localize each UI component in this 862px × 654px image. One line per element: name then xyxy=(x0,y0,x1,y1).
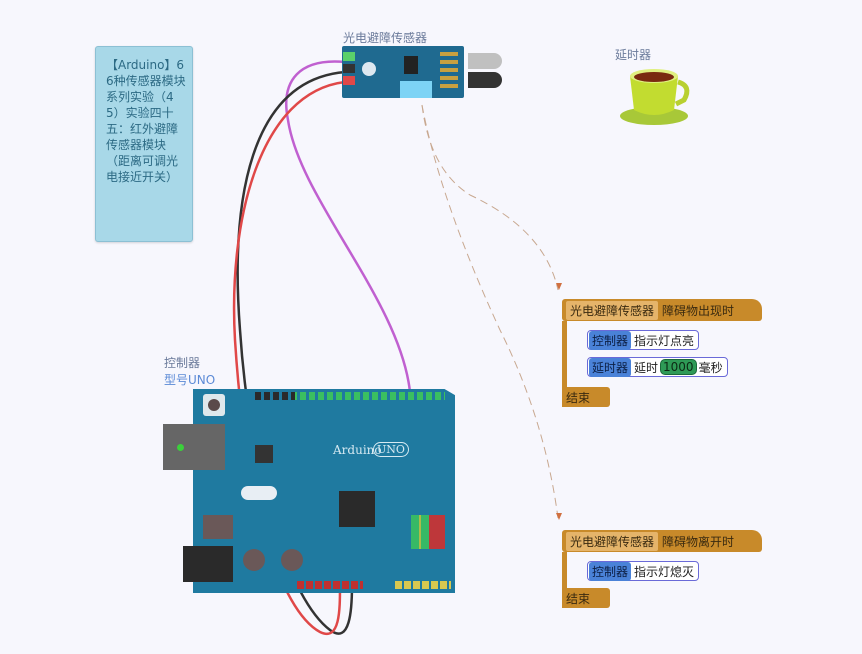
usb-chip xyxy=(255,445,273,463)
delay-unit: 毫秒 xyxy=(698,360,723,375)
ir-emitter-icon xyxy=(468,53,502,69)
microcontroller-chip xyxy=(339,491,375,527)
statement-device: 延时器 xyxy=(589,357,632,377)
controller-label: 控制器 xyxy=(164,356,201,370)
power-jack xyxy=(183,546,233,582)
statement-action: 延时 xyxy=(634,360,659,375)
controller-model: 型号UNO xyxy=(164,373,216,387)
capacitor xyxy=(243,549,265,571)
teacup-icon[interactable] xyxy=(618,64,694,128)
event-device: 光电避障传感器 xyxy=(566,300,659,320)
statement-device: 控制器 xyxy=(589,330,632,350)
statement-delay[interactable]: 延时器 延时 1000 毫秒 xyxy=(587,357,728,377)
analog-header[interactable] xyxy=(395,581,451,589)
sensor-led-panel xyxy=(400,81,432,98)
digital-header[interactable] xyxy=(255,392,445,400)
statement-action: 指示灯熄灭 xyxy=(634,564,695,579)
arduino-board[interactable]: Arduino UNO xyxy=(163,389,455,593)
reset-button[interactable] xyxy=(203,394,225,416)
sensor-chip xyxy=(404,56,418,74)
event-block-obstacle-leave[interactable]: 光电避障传感器 障碍物离开时 结束 xyxy=(562,530,762,608)
board-brand: Arduino xyxy=(333,443,382,457)
sensor-resistors xyxy=(440,52,458,92)
event-header[interactable]: 光电避障传感器 障碍物离开时 xyxy=(562,530,762,552)
board-badge: UNO xyxy=(373,442,409,457)
delay-value-input[interactable]: 1000 xyxy=(660,359,697,375)
ir-receiver-icon xyxy=(468,72,502,88)
potentiometer-icon xyxy=(362,62,376,76)
note-text: 【Arduino】66种传感器模块系列实验（45）实验四十五：红外避障传感器模块… xyxy=(106,58,186,184)
flow-connector-leave xyxy=(421,104,559,519)
capacitor xyxy=(281,549,303,571)
sensor-pins xyxy=(343,52,355,86)
event-name: 障碍物离开时 xyxy=(662,534,735,549)
statement-action: 指示灯点亮 xyxy=(634,333,695,348)
event-name: 障碍物出现时 xyxy=(662,303,735,318)
sensor-label: 光电避障传感器 xyxy=(343,31,428,45)
timer-label: 延时器 xyxy=(615,48,652,62)
flow-connector-appear xyxy=(421,104,559,291)
event-block-obstacle-appear[interactable]: 光电避障传感器 障碍物出现时 结束 xyxy=(562,299,762,407)
end-block[interactable]: 结束 xyxy=(562,588,610,608)
event-device: 光电避障传感器 xyxy=(566,531,659,551)
power-header[interactable] xyxy=(297,581,363,589)
wire-signal xyxy=(285,60,412,393)
statement-led-off[interactable]: 控制器 指示灯熄灭 xyxy=(587,561,700,581)
description-note[interactable]: 【Arduino】66种传感器模块系列实验（45）实验四十五：红外避障传感器模块… xyxy=(95,46,193,242)
arrow-head xyxy=(556,283,562,290)
crystal xyxy=(241,486,277,500)
arrow-head xyxy=(556,513,562,520)
statement-device: 控制器 xyxy=(589,561,632,581)
end-block[interactable]: 结束 xyxy=(562,387,610,407)
voltage-regulator xyxy=(203,515,233,539)
usb-port xyxy=(163,424,225,470)
statement-led-on[interactable]: 控制器 指示灯点亮 xyxy=(587,330,700,350)
event-header[interactable]: 光电避障传感器 障碍物出现时 xyxy=(562,299,762,321)
ir-sensor-module[interactable] xyxy=(342,46,464,98)
icsp-header xyxy=(411,515,445,549)
